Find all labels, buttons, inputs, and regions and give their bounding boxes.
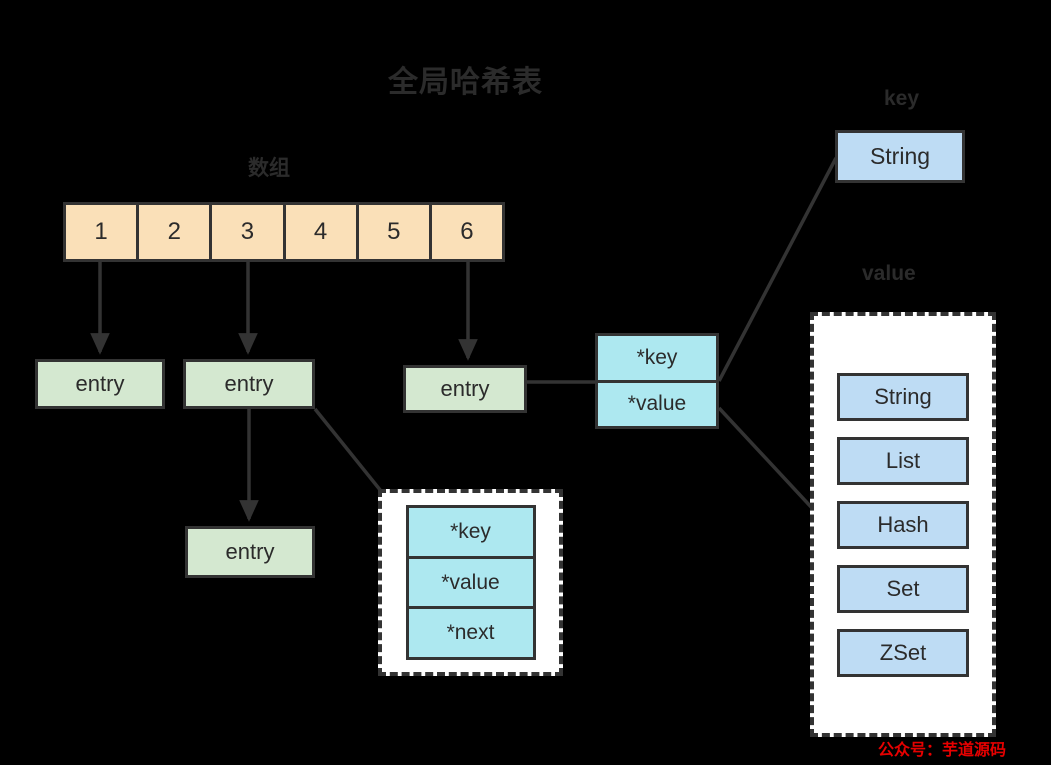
array-cell-3[interactable]: 3: [212, 205, 286, 259]
value-type-list[interactable]: List: [837, 436, 969, 485]
kvn-field-key[interactable]: *key: [408, 508, 533, 559]
entry-box-1[interactable]: entry: [35, 359, 165, 409]
value-types-container: String List Hash Set ZSet: [810, 312, 996, 737]
entry-box-4[interactable]: entry: [185, 526, 315, 578]
kvn-field-next[interactable]: *next: [446, 621, 495, 645]
kvn-pointer-struct: *key *value *next: [405, 505, 536, 660]
value-type-hash[interactable]: Hash: [837, 500, 969, 549]
array-cell-2[interactable]: 2: [139, 205, 213, 259]
kv-field-key[interactable]: *key: [598, 336, 716, 383]
array-cell-1[interactable]: 1: [66, 205, 140, 259]
entry-box-2[interactable]: entry: [183, 359, 315, 409]
page-title: 全局哈希表: [388, 66, 543, 99]
array-cell-4[interactable]: 4: [286, 205, 359, 259]
value-section-label: value: [862, 262, 916, 285]
value-type-set[interactable]: Set: [837, 564, 969, 613]
key-section-label: key: [884, 87, 920, 110]
array-label: 数组: [248, 157, 290, 180]
edge-value-to-value-panel: [717, 406, 814, 510]
kvn-struct-container: *key *value *next: [378, 489, 563, 676]
kv-pointer-struct: *key *value: [595, 333, 719, 429]
value-type-string[interactable]: String: [837, 372, 969, 421]
array-cell-5[interactable]: 5: [359, 205, 432, 259]
kvn-field-value[interactable]: *value: [408, 559, 533, 610]
value-type-zset[interactable]: ZSet: [837, 628, 969, 677]
edge-entry2-to-kvn-struct: [313, 407, 383, 493]
key-type-string-box[interactable]: String: [835, 130, 965, 183]
array-cell-6[interactable]: 6: [460, 218, 474, 245]
hash-array: 1 2 3 4 5 6: [63, 202, 505, 262]
watermark-text: 公众号：芋道源码: [878, 742, 1007, 759]
kv-field-value[interactable]: *value: [627, 392, 687, 416]
entry-box-3[interactable]: entry: [403, 365, 527, 413]
